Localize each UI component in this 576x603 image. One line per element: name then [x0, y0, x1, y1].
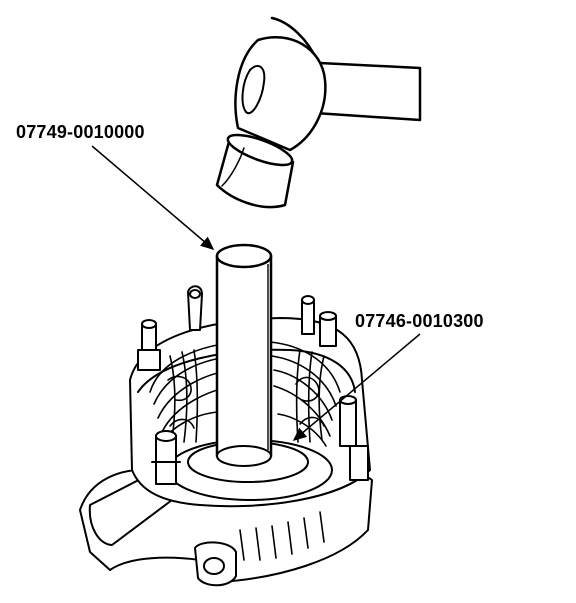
attachment-part-number-label: 07746-0010300	[355, 311, 484, 331]
leader-arrow-attachment	[292, 333, 421, 441]
driver-part-number-label: 07749-0010000	[16, 122, 145, 142]
hammer-icon	[215, 16, 422, 209]
leader-arrow-driver	[91, 145, 215, 250]
driver-tool-icon	[215, 243, 273, 467]
callout-leader-lines	[91, 145, 421, 441]
